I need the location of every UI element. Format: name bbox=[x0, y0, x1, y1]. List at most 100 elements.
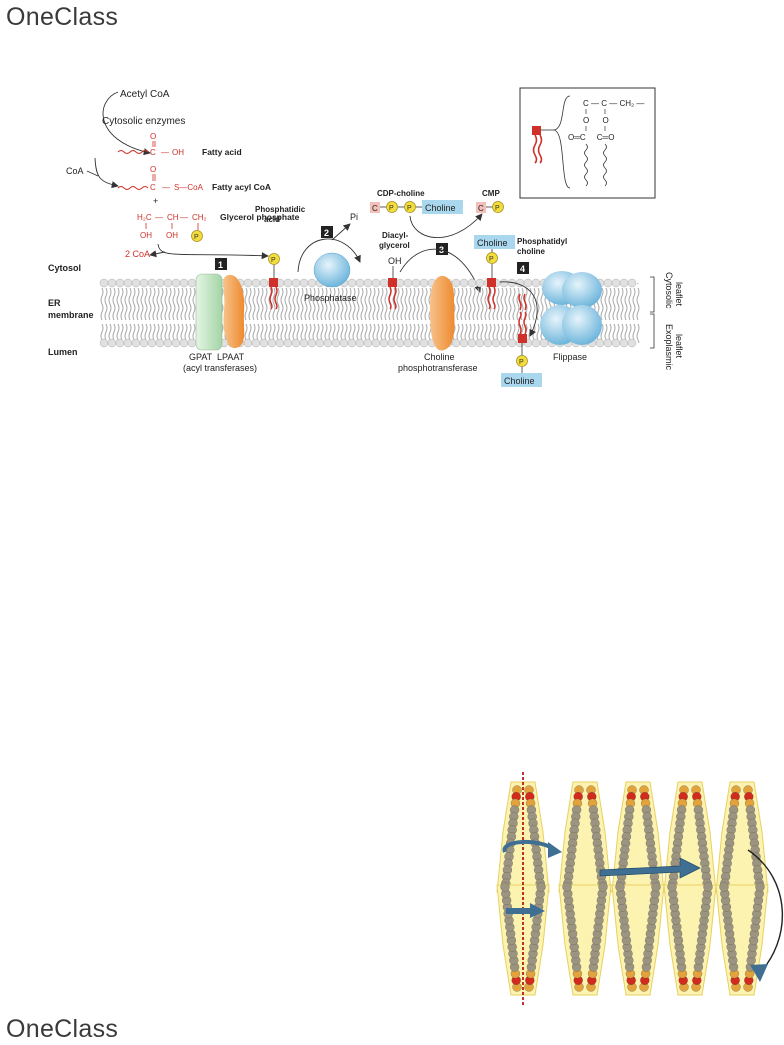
svg-text:OH: OH bbox=[172, 148, 184, 157]
space-filling-lipid bbox=[558, 882, 612, 996]
lipid-headgroup bbox=[467, 338, 477, 348]
lipid-headgroup bbox=[251, 278, 261, 288]
exoplasmic-leaflet-label-2: leaflet bbox=[674, 334, 684, 359]
svg-text:P: P bbox=[389, 205, 394, 212]
cytosolic-leaflet-label-2: leaflet bbox=[674, 282, 684, 307]
step3-arrow bbox=[399, 248, 482, 293]
svg-text:Choline: Choline bbox=[477, 238, 508, 248]
lipid-headgroup bbox=[419, 278, 429, 288]
choline-box-top bbox=[474, 235, 515, 249]
two-coa-label: 2 CoA bbox=[125, 249, 150, 259]
lipid-headgroup bbox=[307, 338, 317, 348]
lipid-headgroup bbox=[603, 338, 613, 348]
lipid-headgroup bbox=[395, 338, 405, 348]
lipid-headgroup bbox=[363, 278, 373, 288]
lipid-headgroup bbox=[331, 338, 341, 348]
lipid-headgroup bbox=[523, 278, 533, 288]
lipid-headgroup bbox=[539, 338, 549, 348]
space-filling-lipid bbox=[611, 882, 665, 996]
lipid-headgroup bbox=[163, 278, 173, 288]
lipid-headgroup bbox=[171, 338, 181, 348]
cdp-choline-structure: C P P Choline bbox=[370, 200, 463, 214]
lipid-headgroup bbox=[411, 278, 421, 288]
lipid-headgroup bbox=[459, 278, 469, 288]
lipid-headgroup bbox=[619, 278, 629, 288]
glycerol-phosphate-label: Glycerol phosphate bbox=[220, 212, 300, 222]
lipid-headgroup bbox=[163, 338, 173, 348]
lipid-headgroup bbox=[99, 338, 109, 348]
svg-text:S—CoA: S—CoA bbox=[174, 183, 204, 192]
svg-text:O: O bbox=[150, 132, 156, 141]
acetyl-arrow bbox=[102, 91, 151, 156]
exoplasmic-leaflet-label-1: Exoplasmic bbox=[664, 324, 674, 371]
step-3-badge bbox=[436, 243, 448, 255]
lipid-headgroup bbox=[155, 278, 165, 288]
exoplasmic-leaflet-bracket bbox=[650, 313, 655, 349]
lipid-headgroup bbox=[491, 338, 501, 348]
lipid-headgroup bbox=[131, 338, 141, 348]
lumen-label: Lumen bbox=[48, 347, 78, 357]
lipid-headgroup bbox=[123, 338, 133, 348]
space-filling-lipid bbox=[663, 882, 717, 996]
svg-text:P: P bbox=[407, 205, 412, 212]
lipid-headgroup bbox=[299, 338, 309, 348]
step-4-badge bbox=[517, 262, 529, 274]
svg-text:—: — bbox=[162, 183, 170, 192]
lipid-headgroup bbox=[371, 278, 381, 288]
choline-label: Choline bbox=[424, 352, 455, 362]
lipid-headgroup bbox=[339, 338, 349, 348]
oneclass-logo-bottom: OneClass bbox=[6, 1015, 118, 1044]
svg-text:1: 1 bbox=[218, 260, 223, 270]
fatty-acid-label: Fatty acid bbox=[202, 147, 242, 157]
lipid-headgroup bbox=[403, 278, 413, 288]
step-1-badge bbox=[215, 258, 227, 270]
lipid-headgroup bbox=[291, 278, 301, 288]
lipid-headgroup bbox=[251, 338, 261, 348]
svg-text:Choline: Choline bbox=[504, 376, 535, 386]
svg-text:O: O bbox=[150, 165, 156, 174]
gpat-enzyme bbox=[195, 273, 223, 351]
inset-row-1: C — C — CH₂ — bbox=[583, 99, 644, 108]
lipid-headgroup bbox=[155, 338, 165, 348]
cmp-arrow bbox=[409, 213, 483, 239]
small-lateral-arrow bbox=[506, 903, 545, 918]
cmp-structure: C P bbox=[476, 201, 504, 213]
svg-text:CH: CH bbox=[167, 213, 179, 222]
step1-arrow bbox=[157, 243, 269, 260]
lipid-headgroup bbox=[371, 338, 381, 348]
lipid-headgroup bbox=[603, 278, 613, 288]
phosphatidylcholine-lipid-exoplasmic: P Choline bbox=[501, 293, 542, 387]
flip-arrow bbox=[499, 281, 538, 337]
gpat-lpaat-label: GPAT LPAAT bbox=[189, 352, 245, 362]
svg-text:2: 2 bbox=[324, 228, 329, 238]
cmp-label: CMP bbox=[482, 189, 500, 198]
lipid-headgroup bbox=[131, 278, 141, 288]
lipid-headgroup bbox=[379, 278, 389, 288]
lipid-headgroup bbox=[275, 338, 285, 348]
lipid-headgroup bbox=[123, 278, 133, 288]
lipid-headgroup bbox=[531, 338, 541, 348]
diacylglycerol-label-2: glycerol bbox=[379, 241, 410, 250]
lipid-headgroup bbox=[283, 278, 293, 288]
acetyl-coa-label: Acetyl CoA bbox=[120, 89, 170, 100]
svg-text:4: 4 bbox=[520, 264, 525, 274]
lipid-headgroup bbox=[179, 338, 189, 348]
flippase-label: Flippase bbox=[553, 352, 587, 362]
acyl-transferases-label: (acyl transferases) bbox=[183, 363, 257, 373]
lipid-headgroup bbox=[259, 278, 269, 288]
lipid-headgroup bbox=[467, 278, 477, 288]
lipid-headgroup bbox=[475, 278, 485, 288]
lipid-headgroup bbox=[283, 338, 293, 348]
svg-text:OH: OH bbox=[140, 231, 152, 240]
phosphatase-label: Phosphatase bbox=[304, 293, 357, 303]
lipid-headgroup bbox=[363, 338, 373, 348]
space-filling-lipid bbox=[558, 781, 612, 895]
svg-text:C: C bbox=[372, 204, 378, 213]
lipid-headgroup bbox=[475, 338, 485, 348]
inset-row-3: O═C C═O bbox=[568, 133, 614, 142]
lipid-headgroup bbox=[107, 338, 117, 348]
coa-arrow bbox=[94, 157, 119, 189]
plus-sign: + bbox=[153, 196, 158, 206]
cdp-choline-label: CDP-choline bbox=[377, 189, 425, 198]
